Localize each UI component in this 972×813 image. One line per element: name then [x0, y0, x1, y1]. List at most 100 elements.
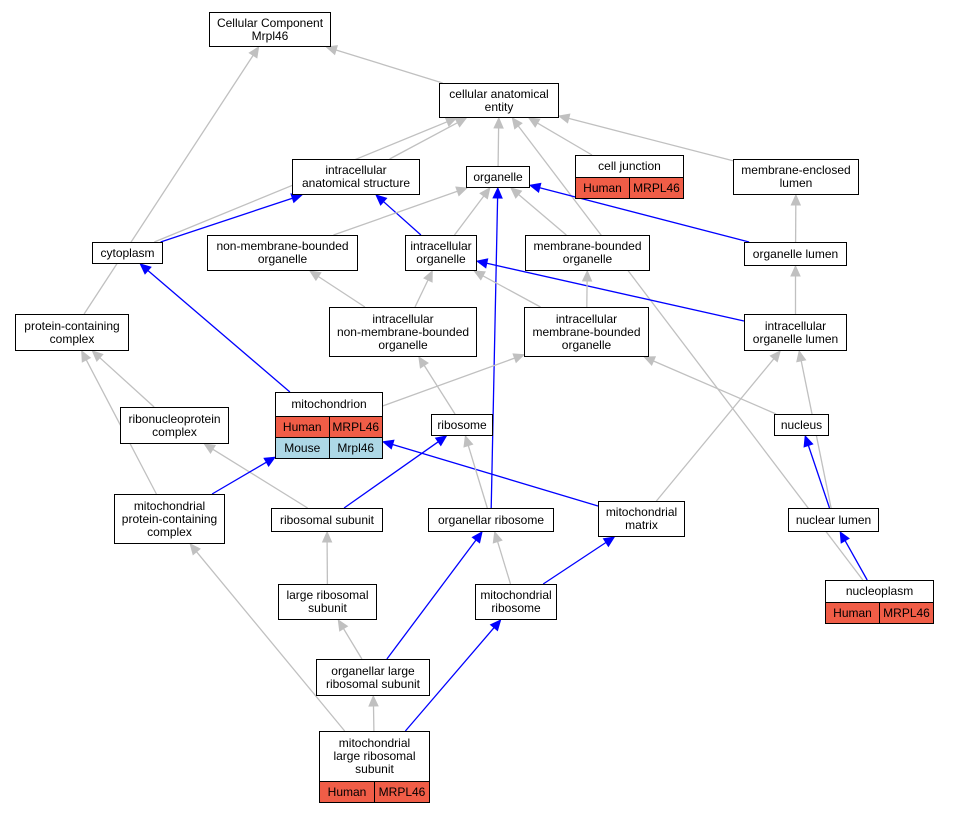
edge-is-a-line: [317, 275, 366, 308]
edge-arrowhead: [81, 349, 92, 363]
node-label: mitochondrial ribosome: [480, 588, 552, 615]
edge-arrowhead: [203, 443, 217, 455]
node-organelle-lumen[interactable]: organelle lumen: [744, 242, 847, 266]
node-large-ribosomal-subunit[interactable]: large ribosomal subunit: [278, 584, 377, 620]
node-label: membrane-bounded organelle: [533, 239, 642, 266]
edge-part-of-line: [486, 262, 745, 322]
edge-part-of-line: [844, 540, 868, 581]
edge-is-a-line: [389, 122, 458, 160]
node-membrane-bounded-organelle[interactable]: membrane-bounded organelle: [525, 235, 650, 271]
node-cytoplasm[interactable]: cytoplasm: [92, 242, 163, 264]
edge-is-a-line: [518, 194, 567, 236]
node-intracellular-organelle-lumen[interactable]: intracellular organelle lumen: [744, 314, 847, 351]
edge-arrowhead: [381, 439, 395, 450]
edge-part-of-line: [160, 197, 293, 243]
node-protein-containing-complex[interactable]: protein-containing complex: [15, 314, 129, 351]
edge-arrowhead: [368, 694, 379, 707]
node-label: mitochondrion: [291, 397, 367, 411]
edge-part-of-line: [539, 187, 750, 243]
edge-arrowhead: [493, 116, 504, 129]
edge-arrowhead: [263, 456, 277, 468]
edge-is-a-line: [653, 360, 777, 415]
node-label: Cellular Component Mrpl46: [216, 15, 324, 43]
edge-part-of-line: [147, 270, 291, 393]
edge-is-a-line: [342, 628, 363, 660]
node-organelle[interactable]: organelle: [466, 166, 530, 188]
node-label: cellular anatomical entity: [449, 86, 549, 114]
node-label: ribonucleoprotein complex: [128, 411, 221, 439]
edge-arrowhead: [512, 353, 526, 364]
edge-is-a-line: [83, 55, 254, 315]
node-organellar-large-ribosomal-subunit[interactable]: organellar large ribosomal subunit: [316, 659, 430, 696]
edge-is-a-line: [568, 117, 734, 162]
edge-is-a-line: [517, 125, 864, 581]
node-intracellular-anatomical-structure[interactable]: intracellular anatomical structure: [292, 159, 420, 195]
node-ribosome[interactable]: ribosome: [431, 414, 493, 436]
species-cell: Human: [327, 784, 367, 799]
edge-arrowhead: [790, 264, 801, 277]
gene-cell: MRPL46: [629, 178, 683, 198]
gene-cell: Mrpl46: [328, 438, 383, 458]
edge-arrowhead: [557, 113, 571, 124]
edge-arrowhead: [790, 193, 802, 206]
edge-arrowhead: [473, 270, 486, 281]
node-mitochondrial-matrix[interactable]: mitochondrial matrix: [598, 501, 685, 537]
edge-part-of-line: [383, 201, 422, 236]
edge-arrowhead: [511, 117, 523, 130]
node-label: intracellular membrane-bounded organelle: [532, 311, 641, 352]
node-label: mitochondrial matrix: [605, 505, 678, 532]
node-label: intracellular organelle lumen: [752, 318, 839, 346]
edge-is-a-line: [382, 357, 515, 407]
species-cell: Human: [833, 605, 872, 620]
edge-arrowhead: [769, 350, 781, 363]
node-cellular-anatomical-entity[interactable]: cellular anatomical entity: [439, 83, 559, 118]
edge-is-a-line: [335, 49, 443, 84]
node-label: nucleoplasm: [845, 584, 914, 598]
edge-arrowhead: [463, 434, 474, 448]
node-nucleus[interactable]: nucleus: [774, 414, 829, 436]
node-non-membrane-bounded-organelle[interactable]: non-membrane-bounded organelle: [207, 235, 358, 271]
node-nuclear-lumen[interactable]: nuclear lumen: [788, 508, 879, 532]
node-intracellular-organelle[interactable]: intracellular organelle: [405, 235, 477, 271]
node-ribonucleoprotein-complex[interactable]: ribonucleoprotein complex: [120, 407, 229, 444]
edge-part-of-line: [343, 441, 439, 509]
node-label: membrane-enclosed lumen: [741, 163, 851, 190]
edge-is-a-line: [333, 190, 458, 236]
node-intracellular-non-membrane-bounded-organelle[interactable]: intracellular non-membrane-bounded organ…: [329, 307, 477, 357]
node-mitochondrial-protein-containing-complex[interactable]: mitochondrial protein-containing complex: [114, 494, 225, 544]
node-cc-mrpl46[interactable]: Cellular Component Mrpl46: [209, 12, 331, 47]
gene-cell: MRPL46: [328, 417, 383, 437]
edge-is-a-line: [414, 279, 429, 308]
edge-arrowhead: [479, 187, 491, 200]
node-label: nucleus: [780, 417, 823, 432]
node-mitochondrial-ribosome[interactable]: mitochondrial ribosome: [475, 584, 557, 620]
edge-arrowhead: [139, 263, 152, 275]
edge-arrowhead: [375, 194, 388, 206]
edge-arrowhead: [803, 434, 814, 448]
node-organellar-ribosome[interactable]: organellar ribosome: [428, 508, 554, 532]
node-membrane-enclosed-lumen[interactable]: membrane-enclosed lumen: [733, 159, 859, 195]
edge-part-of-line: [386, 539, 477, 660]
node-intracellular-membrane-bounded-organelle[interactable]: intracellular membrane-bounded organelle: [524, 307, 649, 357]
edge-is-a-line: [212, 448, 308, 509]
edge-is-a-line: [453, 195, 485, 236]
edge-arrowhead: [489, 619, 502, 632]
edge-part-of-line: [807, 445, 831, 509]
edge-is-a-line: [195, 551, 346, 732]
edge-arrowhead: [248, 45, 260, 59]
edge-arrowhead: [796, 349, 807, 363]
edge-is-a-line: [482, 275, 541, 308]
edge-arrowhead: [423, 269, 433, 283]
node-label: intracellular anatomical structure: [301, 163, 411, 190]
node-ribosomal-subunit[interactable]: ribosomal subunit: [271, 508, 383, 532]
edge-part-of-line: [490, 197, 499, 509]
node-label: cytoplasm: [100, 245, 155, 260]
node-label: protein-containing complex: [24, 318, 120, 346]
